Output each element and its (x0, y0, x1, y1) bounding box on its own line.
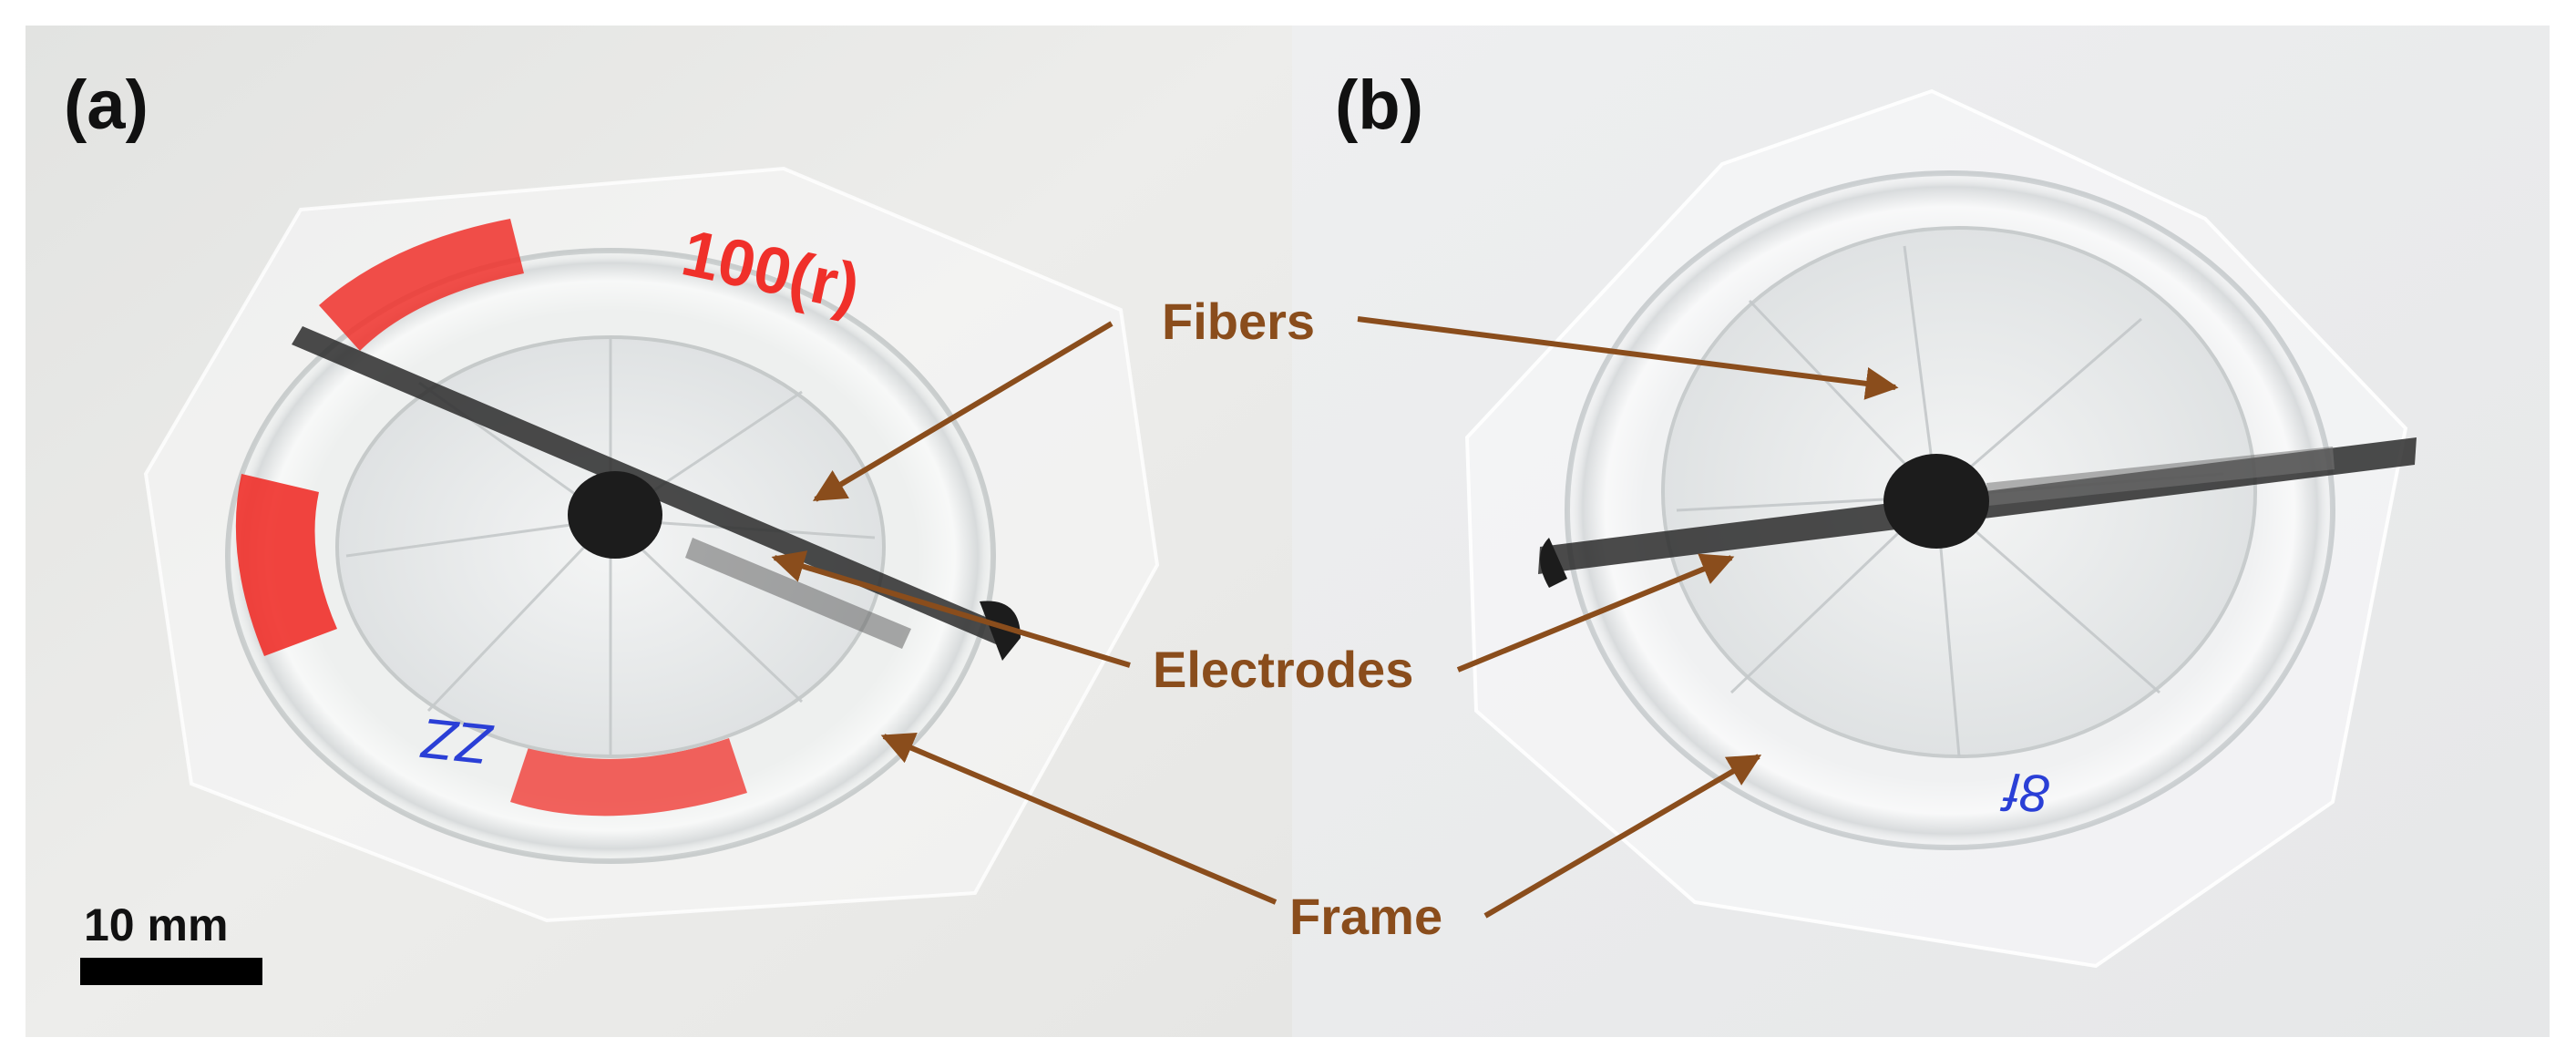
arrow-frame-a (880, 733, 1278, 905)
arrow-fibers-a (812, 321, 1114, 502)
label-fibers: Fibers (1162, 293, 1316, 350)
panel-label-b: (b) (1335, 67, 1424, 144)
label-frame: Frame (1289, 888, 1443, 945)
scale-bar (80, 958, 262, 985)
scale-bar-label: 10 mm (84, 899, 229, 950)
arrow-electrodes-a (771, 550, 1131, 668)
annotation-arrows (771, 316, 1899, 919)
panel-b-photo: 8f (1292, 26, 2550, 1037)
arrow-fibers-b (1357, 316, 1899, 400)
arrow-frame-b (1483, 754, 1762, 919)
panel-label-a: (a) (64, 67, 149, 144)
label-electrodes: Electrodes (1153, 641, 1414, 698)
svg-text:ZZ: ZZ (417, 705, 497, 776)
arrow-electrodes-b (1456, 553, 1735, 673)
svg-text:8f: 8f (1998, 761, 2052, 824)
panel-a-photo: 100(r) ZZ (26, 26, 1292, 1037)
